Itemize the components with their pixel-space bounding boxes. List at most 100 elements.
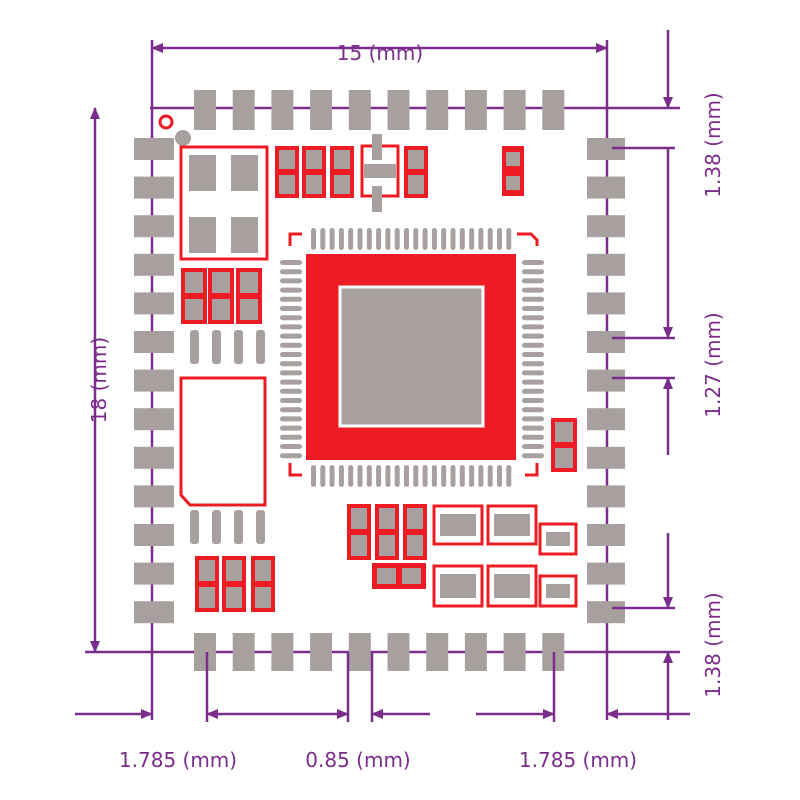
- dim-edge-left-label: 1.785 (mm): [119, 748, 237, 772]
- passive-pad: [306, 150, 322, 169]
- edge-pad-left: [134, 215, 174, 238]
- edge-pad-right: [587, 601, 625, 624]
- qfn-pin-bottom: [394, 465, 400, 487]
- qfn-pin-top: [431, 228, 437, 250]
- passive-bottom-left: [251, 556, 275, 612]
- qfn-pin-right: [522, 407, 544, 413]
- qfn-pin-top: [413, 228, 419, 250]
- edge-pad-left: [134, 331, 174, 353]
- qfn-pin-right: [522, 444, 544, 449]
- qfn-pin-left: [280, 342, 302, 348]
- qfn-pin-top: [311, 228, 316, 250]
- passive-bottom-mid: [403, 504, 427, 560]
- passive-pad: [212, 272, 230, 293]
- sot-pads: [190, 330, 265, 544]
- qfn-pin-left: [280, 425, 302, 431]
- qfn-pin-left: [280, 324, 302, 330]
- passive-components: [181, 146, 577, 612]
- qfn-pin-left: [280, 434, 302, 440]
- qfn-pin-bottom: [469, 465, 475, 487]
- passive-top: [404, 146, 428, 198]
- qfn-pins: [280, 228, 544, 487]
- edge-pad-right: [587, 331, 625, 353]
- passive-pad: [408, 175, 424, 194]
- passive-pad: [279, 150, 295, 169]
- qfn-pin-bottom: [366, 465, 372, 487]
- passive-pad: [351, 535, 367, 556]
- qfn-pin-right: [522, 379, 544, 385]
- component-pad: [546, 532, 570, 546]
- passive-bottom-mid: [375, 504, 399, 560]
- component-side-upper: [538, 522, 578, 556]
- qfn-pin-right: [522, 453, 544, 459]
- passive-pad: [226, 560, 242, 581]
- qfn-pin-top: [487, 228, 493, 250]
- qfn-pin-top: [404, 228, 409, 250]
- qfn-pin-right: [522, 333, 544, 339]
- edge-pad-right: [587, 524, 625, 546]
- dim-width-label: 15 (mm): [337, 41, 423, 65]
- component-frame: [486, 504, 538, 546]
- passive-pad: [555, 422, 573, 442]
- passive-pad: [185, 299, 203, 320]
- qfn-pin-bottom: [487, 465, 493, 487]
- edge-pad-top: [348, 90, 371, 130]
- edge-pad-bottom: [271, 633, 294, 671]
- qfn-pin-bottom: [338, 465, 344, 487]
- qfn-pin-left: [280, 287, 302, 293]
- pin1-marker-ring: [158, 114, 174, 130]
- passive-left: [181, 268, 207, 324]
- qfn-pin-bottom: [357, 465, 363, 487]
- qfn-pin-top: [450, 228, 456, 250]
- qfn-pin-right: [522, 416, 544, 422]
- qfn-thermal-pad: [338, 285, 485, 428]
- qfn-pin-top: [441, 228, 447, 250]
- qfn-pin-right: [522, 342, 544, 348]
- qfn-pin-bottom: [320, 465, 326, 487]
- dim-edge-right-label: 1.785 (mm): [519, 748, 637, 772]
- passive-pad: [240, 299, 258, 320]
- crystal-component: [179, 145, 269, 261]
- passive-pad: [212, 299, 230, 320]
- qfn-pin-bottom: [478, 465, 484, 487]
- qfn-pin-left: [280, 315, 302, 321]
- passive-top: [302, 146, 326, 198]
- passive-top: [330, 146, 354, 198]
- component-frame: [432, 564, 484, 608]
- component-pad: [494, 514, 530, 536]
- qfn-pin-bottom: [329, 465, 335, 487]
- passive-top: [275, 146, 299, 198]
- qfn-pin-top: [338, 228, 344, 250]
- qfn-pin-left: [280, 398, 302, 403]
- component-side-lower: [538, 574, 578, 608]
- component-frame: [538, 574, 578, 608]
- qfn-pin-left: [280, 333, 302, 339]
- qfn-pin-left: [280, 453, 302, 459]
- qfn-pin-left: [280, 416, 302, 422]
- passive-pad: [334, 175, 350, 194]
- edge-pad-top: [271, 90, 294, 130]
- passive-bottom-mid: [347, 504, 371, 560]
- component-pad: [440, 514, 476, 536]
- qfn-pin-right: [522, 296, 544, 302]
- qfn-pin-bottom: [497, 465, 502, 487]
- dim-pitch-bottom-label: 1.38 (mm): [701, 592, 725, 697]
- qfn-pin-bottom: [311, 465, 316, 487]
- passive-right: [551, 418, 577, 472]
- edge-pad-top: [310, 90, 333, 130]
- edge-pad-bottom: [232, 633, 255, 671]
- qfn-pin-bottom: [404, 465, 409, 487]
- passive-bottom-left: [222, 556, 246, 612]
- qfn-pin-top: [320, 228, 326, 250]
- edge-pad-right: [587, 215, 625, 238]
- component-lower-left: [432, 564, 484, 608]
- qfn-pin-left: [280, 352, 302, 357]
- qfn-pin-top: [459, 228, 465, 250]
- edge-pad-left: [134, 253, 174, 276]
- dim-height-label: 18 (mm): [87, 337, 111, 423]
- qfn-pin-left: [280, 269, 302, 275]
- sot-pad-lower: [212, 510, 221, 544]
- qfn-pin-right: [522, 398, 544, 403]
- sot-pad-lower: [234, 510, 243, 544]
- passive-pad: [334, 150, 350, 169]
